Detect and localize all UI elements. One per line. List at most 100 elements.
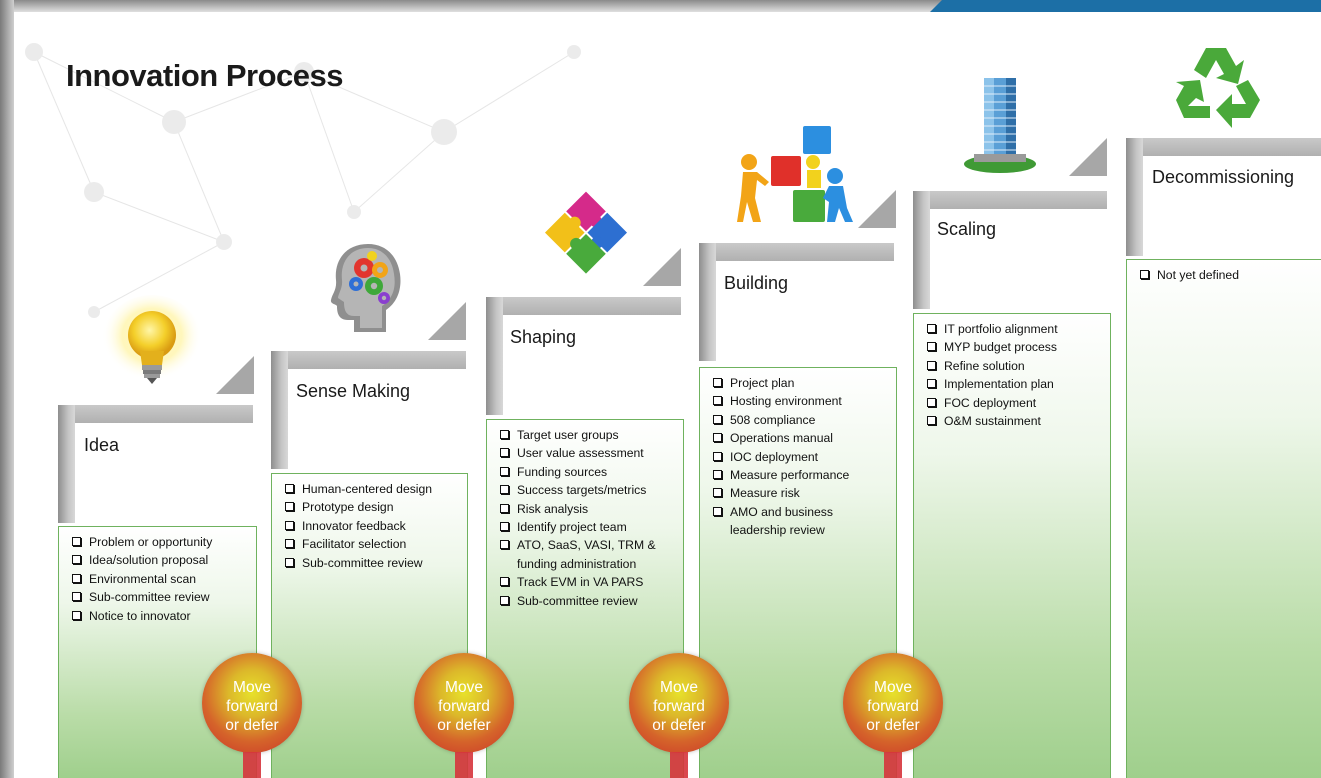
checklist-item: Sub-committee review — [285, 554, 461, 572]
stage-label-building: Building — [724, 273, 789, 293]
checklist-item: Sub-committee review — [500, 592, 677, 610]
stage-panel-scaling: IT portfolio alignment MYP budget proces… — [913, 313, 1111, 778]
checkbox-icon — [713, 506, 722, 516]
checklist-item: Innovator feedback — [285, 517, 461, 535]
skyscraper-icon — [964, 78, 1036, 173]
checklist-item: Target user groups — [500, 426, 677, 444]
stair-step-sense-making — [271, 351, 466, 369]
checklist-item: Measure risk — [713, 484, 890, 502]
checkbox-icon — [500, 522, 509, 532]
checklist-sense-making: Human-centered design Prototype design I… — [272, 474, 467, 572]
checklist-scaling: IT portfolio alignment MYP budget proces… — [914, 314, 1110, 430]
checkbox-icon — [500, 503, 509, 513]
stage-label-idea: Idea — [84, 435, 120, 455]
page-title: Innovation Process — [66, 58, 343, 93]
checkbox-icon — [713, 488, 722, 498]
stage-label-scaling: Scaling — [937, 219, 997, 239]
checkbox-icon — [285, 557, 294, 567]
checklist-item: Idea/solution proposal — [72, 551, 250, 569]
checklist-decommissioning: Not yet defined — [1127, 260, 1321, 284]
checkbox-icon — [285, 484, 294, 493]
checkbox-icon — [500, 448, 509, 458]
stage-panel-shaping: Target user groups User value assessment… — [486, 419, 684, 778]
stair-step-shaping — [486, 297, 681, 315]
checkbox-icon — [285, 520, 294, 530]
checkbox-icon — [927, 397, 936, 407]
checkbox-icon — [500, 540, 509, 550]
checkbox-icon — [1140, 270, 1149, 279]
checklist-item: Risk analysis — [500, 500, 677, 518]
checkbox-icon — [72, 610, 81, 620]
stair-riser-building — [699, 243, 716, 361]
checklist-item: Environmental scan — [72, 570, 250, 588]
checkbox-icon — [72, 573, 81, 583]
stair-riser-scaling — [913, 191, 930, 309]
checklist-item: Measure performance — [713, 466, 890, 484]
stage-panel-decommissioning: Not yet defined — [1126, 259, 1321, 778]
checklist-item: Facilitator selection — [285, 535, 461, 553]
checklist-item: ATO, SaaS, VASI, TRM &funding administra… — [500, 536, 677, 573]
stair-riser-idea — [58, 405, 75, 523]
checklist-item: Implementation plan — [927, 375, 1104, 393]
stair-step-building — [699, 243, 894, 261]
checklist-item: Funding sources — [500, 463, 677, 481]
checklist-item: Notice to innovator — [72, 607, 250, 625]
gate-stem — [670, 752, 688, 778]
checkbox-icon — [500, 430, 509, 439]
background-network-pattern — [25, 43, 581, 318]
checkbox-icon — [713, 451, 722, 461]
checklist-item: O&M sustainment — [927, 412, 1104, 430]
checkbox-icon — [927, 342, 936, 352]
figures-blocks-icon — [737, 126, 853, 222]
checklist-item: Problem or opportunity — [72, 533, 250, 551]
gate-stem — [243, 752, 261, 778]
checkbox-icon — [500, 485, 509, 495]
checklist-item: MYP budget process — [927, 338, 1104, 356]
checklist-item: Operations manual — [713, 429, 890, 447]
checkbox-icon — [927, 360, 936, 370]
stair-riser-sense-making — [271, 351, 288, 469]
checklist-item: IOC deployment — [713, 448, 890, 466]
checkbox-icon — [713, 433, 722, 443]
checklist-item: IT portfolio alignment — [927, 320, 1104, 338]
stair-riser-decommissioning — [1126, 138, 1143, 256]
checklist-item: Project plan — [713, 374, 890, 392]
step-arrow-icon — [1069, 138, 1107, 176]
checkbox-icon — [927, 379, 936, 389]
stair-riser-shaping — [486, 297, 503, 415]
checkbox-icon — [500, 577, 509, 587]
checklist-item: Track EVM in VA PARS — [500, 573, 677, 591]
checkbox-icon — [72, 555, 81, 565]
checkbox-icon — [713, 470, 722, 480]
checklist-item: Hosting environment — [713, 392, 890, 410]
gate-stem — [455, 752, 473, 778]
stage-label-decommissioning: Decommissioning — [1152, 167, 1295, 187]
checklist-item: Prototype design — [285, 498, 461, 516]
checklist-item: Human-centered design — [285, 480, 461, 498]
checklist-item: Refine solution — [927, 357, 1104, 375]
recycle-icon — [1176, 48, 1260, 128]
checkbox-icon — [927, 324, 936, 333]
decision-gate: Move forward or defer — [202, 653, 302, 753]
checklist-item: Identify project team — [500, 518, 677, 536]
checklist-building: Project plan Hosting environment 508 com… — [700, 368, 896, 540]
gate-stem — [884, 752, 902, 778]
stage-label-sense-making: Sense Making — [296, 381, 411, 401]
decision-gate: Move forward or defer — [629, 653, 729, 753]
checkbox-icon — [713, 378, 722, 387]
checklist-item: User value assessment — [500, 444, 677, 462]
checklist-item: Not yet defined — [1140, 266, 1316, 284]
checkbox-icon — [500, 595, 509, 605]
checkbox-icon — [713, 396, 722, 406]
frame-left-border — [0, 0, 14, 778]
checklist-item: 508 compliance — [713, 411, 890, 429]
stair-step-decommissioning — [1126, 138, 1321, 156]
checkbox-icon — [72, 592, 81, 602]
checkbox-icon — [72, 537, 81, 546]
decision-gate: Move forward or defer — [843, 653, 943, 753]
step-arrow-icon — [858, 190, 896, 228]
accent-bar — [930, 0, 1321, 12]
checkbox-icon — [285, 539, 294, 549]
